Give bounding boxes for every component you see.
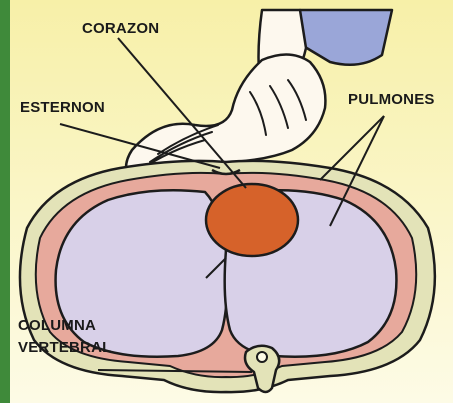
spinal-canal <box>257 352 267 362</box>
spine-label-line1: COLUMNA <box>18 317 96 334</box>
heart-label: CORAZON <box>82 20 159 37</box>
spine-label-line2: VERTEBRAL <box>18 339 111 356</box>
heart <box>206 184 298 256</box>
sternum-label: ESTERNON <box>20 99 105 116</box>
lungs-label: PULMONES <box>348 91 435 108</box>
left-frame-border <box>0 0 10 403</box>
